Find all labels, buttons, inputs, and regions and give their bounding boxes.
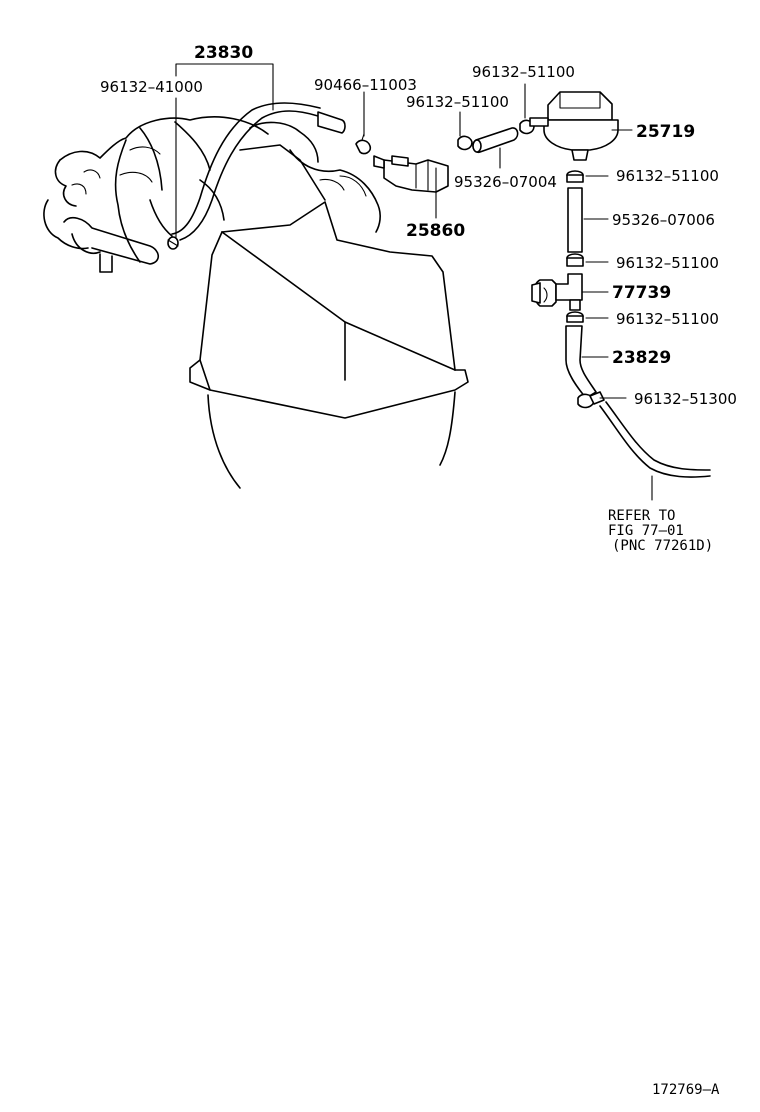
note-refer-to: REFER TO: [608, 508, 675, 524]
leader-lines: [175, 63, 653, 501]
fuel-pipe: [599, 401, 711, 478]
hose-23830: [171, 102, 346, 241]
label-96132-51100-c: 96132–51100: [616, 310, 719, 328]
clamp-96132-51300: [577, 391, 605, 409]
label-90466-11003: 90466–11003: [314, 76, 417, 94]
label-25719: 25719: [636, 122, 695, 142]
clamp-96132-51100-c: [566, 311, 584, 323]
hose-95326-07004: [472, 127, 519, 154]
check-valve-77739: [531, 273, 583, 311]
label-96132-51100-mid: 96132–51100: [406, 93, 509, 111]
clamp-96132-41000: [167, 236, 179, 250]
label-95326-07006: 95326–07006: [612, 211, 715, 229]
valve-25719: [529, 91, 619, 161]
label-96132-51100-a: 96132–51100: [616, 167, 719, 185]
engine-manifold-drawing: [43, 116, 381, 273]
figure-id: 172769–A: [652, 1082, 720, 1098]
note-pnc: (PNC 77261D): [612, 538, 713, 554]
label-95326-07004: 95326–07004: [454, 173, 557, 191]
clamp-96132-51100-left: [457, 135, 473, 151]
label-25860: 25860: [406, 221, 465, 241]
label-96132-51100-b: 96132–51100: [616, 254, 719, 272]
label-77739: 77739: [612, 283, 671, 303]
hose-95326-07006: [566, 170, 584, 267]
air-cleaner-body-drawing: [189, 201, 469, 489]
vsv-25860: [373, 155, 449, 193]
label-23830: 23830: [194, 43, 253, 63]
hose-23829: [565, 325, 597, 399]
label-96132-51100-top: 96132–51100: [472, 63, 575, 81]
clamp-90466-11003: [355, 133, 372, 155]
note-fig: FIG 77–01: [608, 523, 684, 539]
label-23829: 23829: [612, 348, 671, 368]
label-96132-51300: 96132–51300: [634, 390, 737, 408]
label-96132-41000: 96132–41000: [100, 78, 203, 96]
